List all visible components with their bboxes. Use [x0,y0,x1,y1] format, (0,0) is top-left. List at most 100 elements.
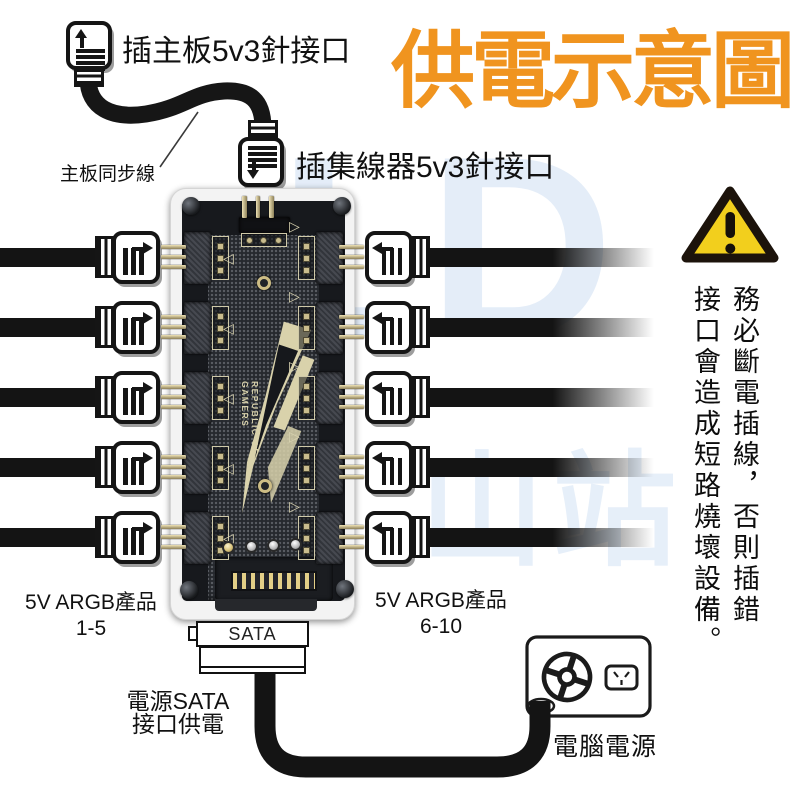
arrow-up-icon [75,29,88,48]
hub-port-header-right [316,442,343,494]
hub-port-contacts-left [212,306,229,350]
hub-pin-right [339,265,364,269]
sync-cable-pointer-line [159,111,199,168]
plug-contacts [123,528,144,555]
triangle-marker-right-icon: ▷ [289,499,300,515]
argb-cable-right-7 [428,317,668,337]
connector-contacts [247,146,277,168]
triangle-marker-right-icon: ▷ [289,359,300,375]
argb-cable-left-5 [0,527,98,547]
page-title: 供電示意圖 [391,24,795,118]
argb-cable-left-4 [0,457,98,477]
argb-plug-left-4 [112,441,160,494]
sata-plug-label: SATA [228,623,277,644]
plug-contacts [381,248,402,275]
plug-contacts [381,528,402,555]
hub-led-4 [289,538,302,551]
hub-port-header-right [316,372,343,424]
left-group-range: 1-5 [75,617,107,640]
plug-contacts [123,388,144,415]
hub-pin-left [161,465,186,469]
hub-pin-right [339,385,364,389]
arrow-left-icon [372,382,393,395]
hub-led-1 [222,541,235,554]
hub-pin-right [339,465,364,469]
socket-icon [604,664,639,691]
plug-contacts [123,248,144,275]
plug-relief [410,376,430,418]
psu-icon [525,635,652,718]
hub-port-header-left [184,232,211,284]
hub-pin-left [161,325,186,329]
hub-port-contacts-right [298,306,315,350]
hub-port-contacts-right [298,516,315,560]
plug-relief [410,236,430,278]
sata-plug-top: SATA [196,621,309,647]
triangle-marker-right-icon: ▷ [289,429,300,445]
triangle-marker-right-icon: ▷ [289,289,300,305]
argb-cable-left-3 [0,387,98,407]
argb-cable-right-9 [428,457,668,477]
hub-pin-right [339,245,364,249]
arrow-right-icon [132,382,153,395]
arrow-right-icon [132,522,153,535]
argb-cable-right-6 [428,247,668,267]
hub-input-pin [242,196,247,218]
brand-text: REPUBLIC OF GAMERS [240,381,260,456]
arrow-right-icon [132,452,153,465]
hub-screw [180,581,198,599]
hub-input-pin [255,196,260,218]
hub-sata-lip [215,599,317,611]
triangle-marker-left-icon: ◁ [223,531,234,547]
left-group-label: 5V ARGB產品 1-5 [18,590,164,642]
motherboard-connector-relief [74,69,104,87]
hub-led-2 [245,540,258,553]
hub-pin-right [339,405,364,409]
argb-plug-left-5 [112,511,160,564]
hub-pin-right [339,335,364,339]
arrow-left-icon [372,312,393,325]
argb-plug-right-8 [365,371,413,424]
argb-plug-left-3 [112,371,160,424]
hub-input-contacts [241,233,287,247]
hub-pin-left [161,475,186,479]
plug-contacts [381,388,402,415]
argb-plug-left-2 [112,301,160,354]
triangle-marker-left-icon: ◁ [223,461,234,477]
hub-pin-right [339,475,364,479]
hub-pin-left [161,405,186,409]
hub-port-contacts-right [298,376,315,420]
hub-pin-left [161,265,186,269]
hub-plug-label: 插集線器5v3針接口 [296,151,555,184]
hub-pin-left [161,535,186,539]
arrow-left-icon [372,242,393,255]
hub-pin-right [339,395,364,399]
left-group-title: 5V ARGB產品 [25,591,157,614]
hub-pin-left [161,315,186,319]
plug-relief [410,516,430,558]
argb-cable-right-8 [428,387,668,407]
triangle-marker-left-icon: ◁ [223,321,234,337]
arrow-right-icon [132,312,153,325]
arrow-left-icon [372,452,393,465]
argb-plug-left-1 [112,231,160,284]
arrow-right-icon [132,242,153,255]
hub-pin-left [161,455,186,459]
hub-port-header-left [184,442,211,494]
hub-pin-right [339,325,364,329]
hub-screw [333,197,351,215]
hub-input-pin [269,196,274,218]
hub-pin-left [161,545,186,549]
psu-label: 電腦電源 [553,733,658,761]
plug-contacts [123,318,144,345]
hub-port-header-right [316,232,343,284]
hub-pin-right [339,525,364,529]
hub-pin-right [339,455,364,459]
sata-plug-notch [188,626,199,641]
fan-icon [541,651,593,703]
hub-port-contacts-right [298,446,315,490]
sata-plug-body [199,646,306,674]
triangle-marker-left-icon: ◁ [223,251,234,267]
pcb-standoff [257,276,271,290]
